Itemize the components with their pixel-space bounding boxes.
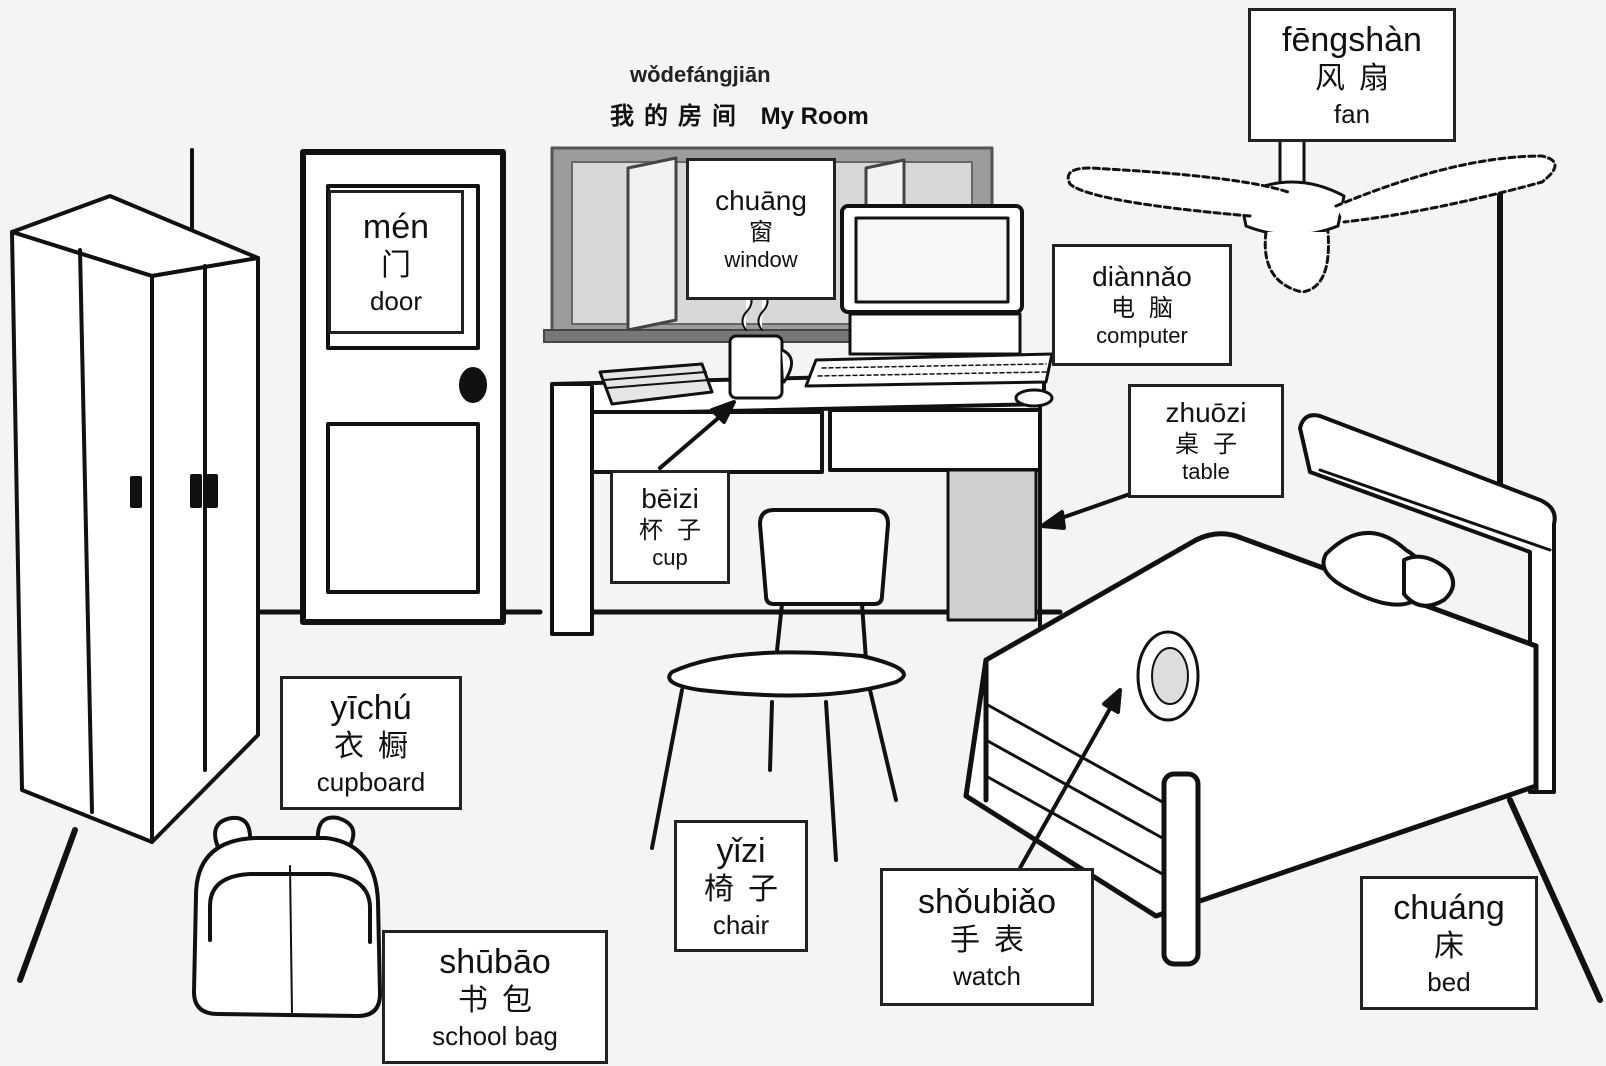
computer-drawing	[806, 206, 1052, 406]
label-pinyin: chuáng	[1393, 888, 1505, 928]
label-english: school bag	[432, 1020, 558, 1052]
label-pinyin: shūbāo	[439, 942, 551, 982]
label-cup: bēizi 杯子 cup	[610, 470, 730, 584]
label-english: cupboard	[317, 766, 425, 798]
label-english: bed	[1427, 966, 1470, 998]
label-pinyin: chuāng	[715, 185, 807, 217]
label-pinyin: diànnǎo	[1092, 261, 1192, 293]
label-english: fan	[1334, 98, 1370, 130]
label-english: computer	[1096, 323, 1188, 349]
label-pinyin: zhuōzi	[1166, 397, 1247, 429]
label-chinese: 书包	[444, 982, 546, 1020]
label-window: chuāng 窗 window	[686, 158, 836, 300]
label-chinese: 杯子	[625, 515, 715, 545]
title-english: My Room	[761, 103, 869, 130]
label-chinese: 椅子	[690, 871, 792, 909]
title-main: 我的房间 My Room	[610, 96, 950, 131]
label-chinese: 衣橱	[320, 728, 422, 766]
label-watch: shǒubiǎo 手表 watch	[880, 868, 1094, 1006]
title-pinyin: wǒdefángjiān	[630, 62, 950, 88]
label-chinese: 门	[367, 247, 425, 285]
label-pinyin: bēizi	[641, 483, 699, 515]
title-chinese: 我的房间	[610, 101, 746, 130]
label-english: table	[1182, 459, 1230, 485]
label-schoolbag: shūbāo 书包 school bag	[382, 930, 608, 1064]
label-english: door	[370, 285, 422, 317]
label-chinese: 桌子	[1161, 429, 1251, 459]
label-chinese: 风扇	[1301, 60, 1403, 98]
label-table: zhuōzi 桌子 table	[1128, 384, 1284, 498]
label-pinyin: shǒubiǎo	[918, 882, 1056, 922]
wardrobe-drawing	[12, 196, 258, 842]
label-computer: diànnǎo 电脑 computer	[1052, 244, 1232, 366]
label-pinyin: yǐzi	[716, 831, 765, 871]
label-fan: fēngshàn 风扇 fan	[1248, 8, 1456, 142]
label-english: window	[724, 247, 797, 273]
label-chinese: 电脑	[1097, 293, 1187, 323]
label-english: chair	[713, 909, 769, 941]
label-english: watch	[953, 960, 1021, 992]
label-chinese: 手表	[936, 922, 1038, 960]
label-english: cup	[652, 545, 687, 571]
label-bed: chuáng 床 bed	[1360, 876, 1538, 1010]
label-door: mén 门 door	[328, 190, 464, 334]
label-chair: yǐzi 椅子 chair	[674, 820, 808, 952]
label-pinyin: mén	[363, 207, 429, 247]
label-pinyin: fēngshàn	[1282, 20, 1422, 60]
label-pinyin: yīchú	[330, 688, 411, 728]
label-cupboard: yīchú 衣橱 cupboard	[280, 676, 462, 810]
page-title: wǒdefángjiān 我的房间 My Room	[610, 62, 950, 131]
label-chinese: 窗	[735, 217, 787, 247]
schoolbag-drawing	[194, 818, 380, 1017]
label-chinese: 床	[1420, 928, 1478, 966]
